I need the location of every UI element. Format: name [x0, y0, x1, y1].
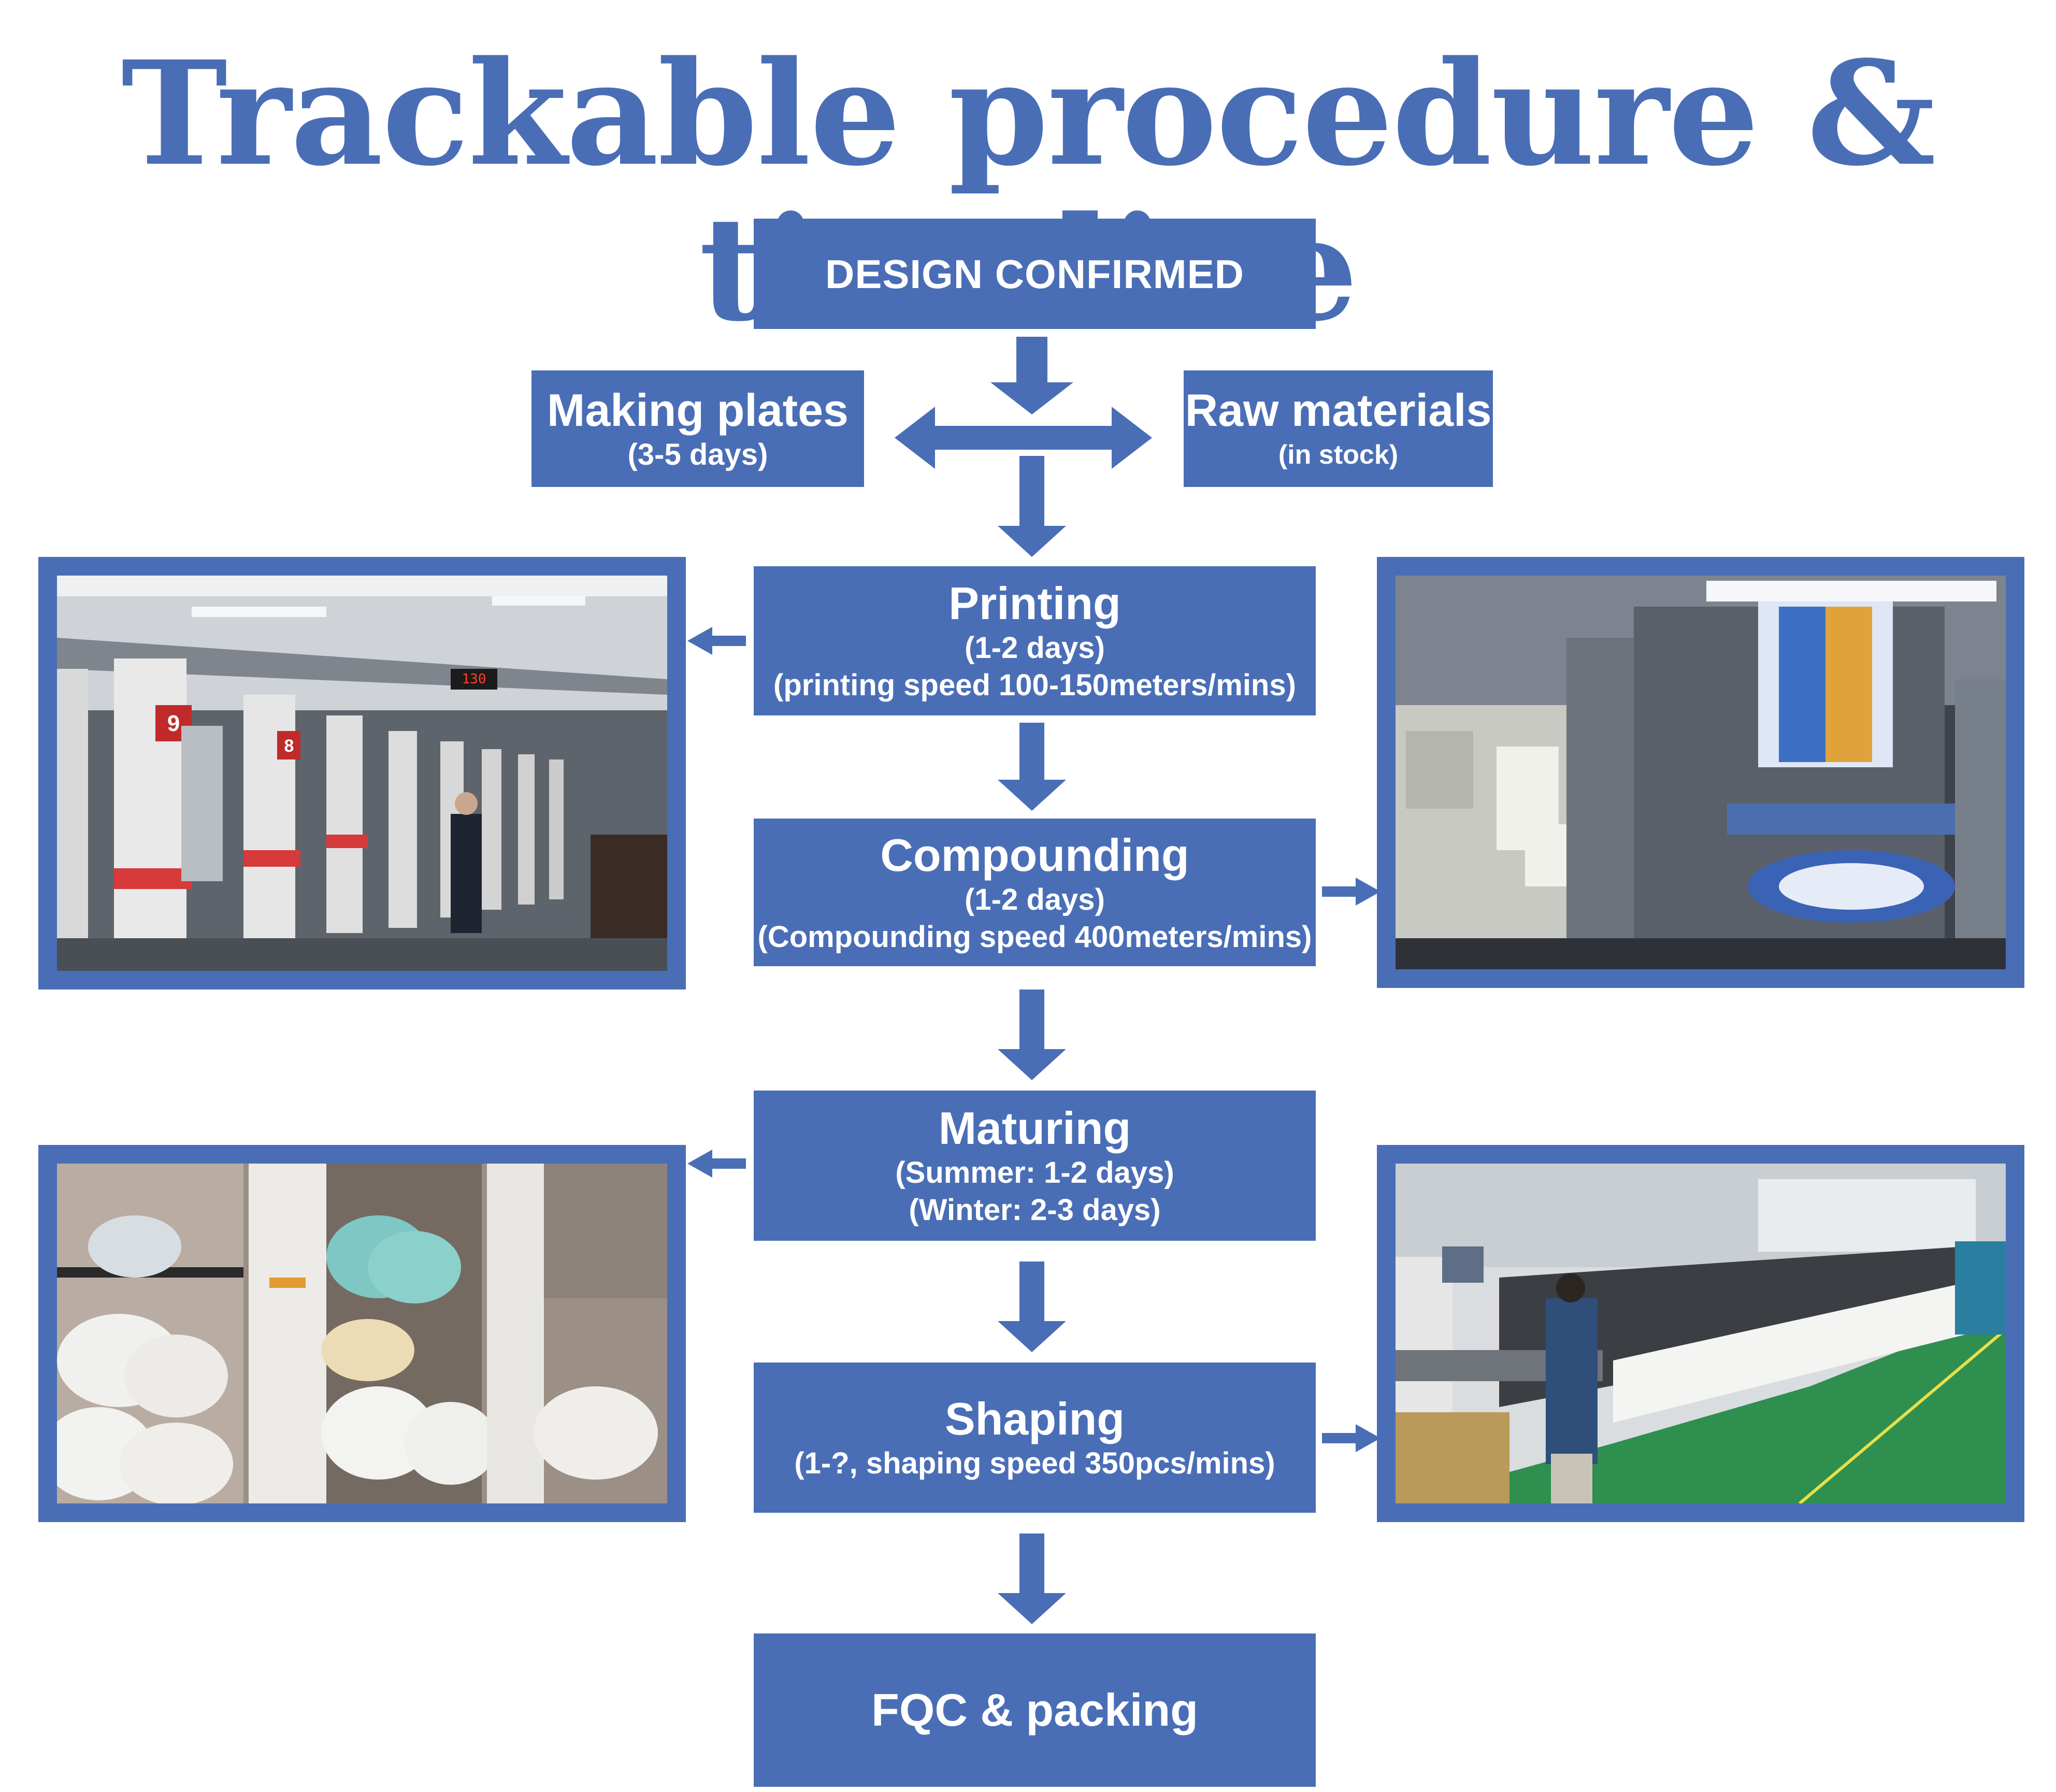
arrow-down-to-maturing [998, 990, 1066, 1080]
printing-speed-counter: 130 [462, 671, 486, 687]
arrow-left-maturing-photo [687, 1150, 746, 1178]
step-fqc-packing-label: FQC & packing [871, 1684, 1198, 1736]
step-shaping-label: Shaping [944, 1393, 1125, 1444]
step-printing-label: Printing [948, 578, 1121, 629]
step-compounding: Compounding (1-2 days) (Compounding spee… [754, 819, 1316, 966]
step-compounding-speed: (Compounding speed 400meters/mins) [757, 920, 1312, 954]
step-maturing-summer: (Summer: 1-2 days) [895, 1156, 1174, 1189]
printing-unit-number-a: 9 [167, 711, 180, 736]
arrow-left-right-split [895, 407, 1152, 469]
photo-compounding-machine [1377, 557, 2024, 988]
photo-shaping-line [1377, 1145, 2024, 1522]
step-maturing: Maturing (Summer: 1-2 days) (Winter: 2-3… [754, 1091, 1316, 1241]
step-printing-speed: (printing speed 100-150meters/mins) [773, 668, 1296, 702]
step-maturing-label: Maturing [938, 1102, 1131, 1154]
photo-printing-line: 130 9 8 [38, 557, 686, 990]
arrow-down-design [990, 337, 1073, 414]
arrow-down-to-compounding [998, 723, 1066, 811]
step-shaping: Shaping (1-?, shaping speed 350pcs/mins) [754, 1363, 1316, 1513]
step-making-plates: Making plates (3-5 days) [531, 370, 864, 487]
photo-maturing-room [38, 1145, 686, 1522]
step-compounding-duration: (1-2 days) [965, 882, 1105, 916]
step-fqc-packing: FQC & packing [754, 1633, 1316, 1787]
step-making-plates-detail: (3-5 days) [627, 437, 768, 471]
arrow-down-to-shaping [998, 1261, 1066, 1352]
arrow-down-to-printing [998, 456, 1066, 557]
step-maturing-winter: (Winter: 2-3 days) [909, 1193, 1161, 1227]
arrow-right-shaping-photo [1322, 1424, 1381, 1452]
step-shaping-detail: (1-?, shaping speed 350pcs/mins) [794, 1446, 1275, 1480]
step-making-plates-label: Making plates [547, 384, 849, 436]
step-raw-materials: Raw materials (in stock) [1184, 370, 1493, 487]
step-compounding-label: Compounding [880, 829, 1189, 881]
printing-unit-number-b: 8 [284, 736, 294, 756]
arrow-down-to-fqc [998, 1533, 1066, 1624]
step-raw-materials-label: Raw materials [1185, 384, 1492, 436]
arrow-left-printing-photo [687, 627, 746, 655]
step-printing-duration: (1-2 days) [965, 631, 1105, 665]
step-raw-materials-detail: (in stock) [1278, 439, 1399, 470]
step-design-confirmed-label: DESIGN CONFIRMED [825, 251, 1245, 297]
arrow-right-compounding-photo [1322, 878, 1381, 906]
step-printing: Printing (1-2 days) (printing speed 100-… [754, 566, 1316, 715]
step-design-confirmed: DESIGN CONFIRMED [754, 219, 1316, 329]
